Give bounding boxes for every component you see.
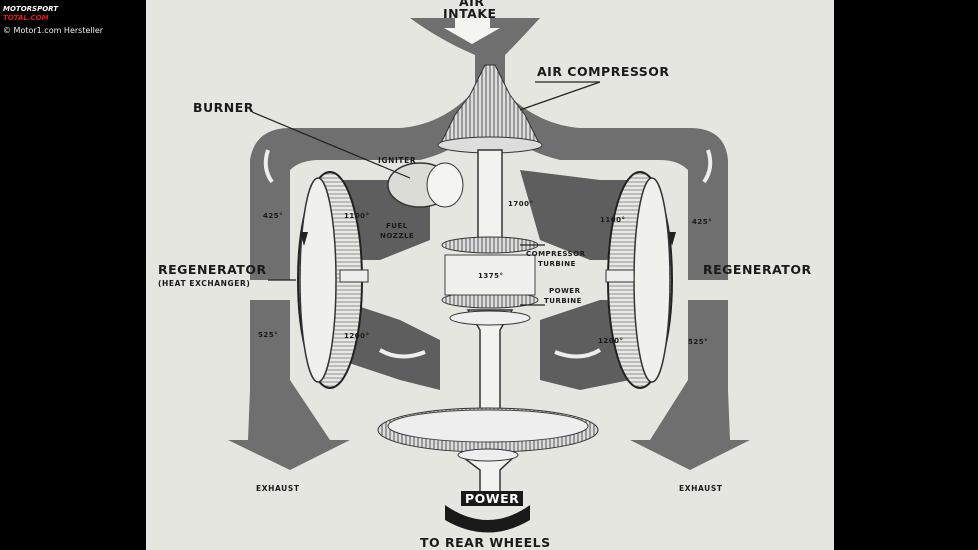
right-inner-duct-bottom — [540, 300, 630, 390]
flow-arrow-left-bottom — [378, 348, 426, 359]
fuel-nozzle-label-line1: FUEL — [386, 222, 408, 230]
air-compressor-label: AIR COMPRESSOR — [537, 64, 670, 79]
left-inner-duct-bottom — [340, 300, 440, 390]
temp-left-inner-top: 1100° — [344, 212, 370, 220]
svg-text:MOTORSPORT: MOTORSPORT — [3, 5, 59, 13]
temp-left-bottom: 525° — [258, 331, 279, 339]
igniter-label: IGNITER — [378, 156, 417, 165]
temp-left-inner-bottom: 1200° — [344, 332, 370, 340]
power-arrow — [445, 505, 530, 533]
left-upper-duct — [250, 95, 470, 280]
air-intake-duct — [410, 18, 540, 95]
temp-center: 1375° — [478, 272, 504, 280]
flow-arrow-right-top — [702, 149, 713, 184]
air-intake-label-line2: INTAKE — [443, 6, 497, 21]
right-inner-duct-top — [520, 170, 630, 260]
motorsport-total-logo: MOTORSPORT TOTAL.COM — [3, 5, 59, 22]
temp-right-inner-bottom: 1200° — [598, 337, 624, 345]
compressor-turbine-label-line1: COMPRESSOR — [526, 250, 586, 258]
left-exhaust-duct — [228, 300, 350, 470]
right-exhaust-duct — [630, 300, 750, 470]
temp-right-inner-top-2: 1100° — [600, 216, 626, 224]
burner-leader — [251, 111, 411, 179]
burner-label: BURNER — [193, 100, 254, 115]
temp-right-top: 425° — [692, 218, 713, 226]
power-label: POWER — [461, 491, 524, 506]
right-disc-arrow — [668, 232, 676, 246]
left-regenerator-label: REGENERATOR — [158, 262, 267, 277]
temp-right-bottom: 525° — [688, 338, 709, 346]
right-upper-duct — [508, 95, 728, 280]
air-intake-label-line1: AIR — [459, 0, 485, 9]
power-turbine-label-line1: POWER — [549, 287, 581, 295]
central-shaft — [477, 149, 503, 251]
temp-left-top: 425° — [263, 212, 284, 220]
to-rear-wheels-label: TO REAR WHEELS — [420, 535, 551, 550]
air-compressor — [439, 64, 541, 146]
right-regenerator-label: REGENERATOR — [703, 262, 812, 277]
photo-credit: © Motor1.com Hersteller — [3, 26, 104, 35]
flow-arrow-left-top — [263, 149, 274, 184]
left-disc-arrow — [300, 232, 308, 246]
right-exhaust-label: EXHAUST — [679, 484, 723, 493]
temp-right-inner-top: 1700° — [508, 200, 534, 208]
output-shaft — [466, 309, 514, 416]
compressor-turbine-label-line2: TURBINE — [538, 260, 576, 268]
svg-text:TOTAL.COM: TOTAL.COM — [3, 14, 49, 22]
heat-exchanger-label: (HEAT EXCHANGER) — [158, 279, 251, 288]
left-exhaust-label: EXHAUST — [256, 484, 300, 493]
fuel-nozzle-label-line2: NOZZLE — [380, 232, 415, 240]
intake-arrow — [444, 18, 500, 44]
power-turbine-label-line2: TURBINE — [544, 297, 582, 305]
flow-arrow-right-bottom — [554, 348, 602, 359]
